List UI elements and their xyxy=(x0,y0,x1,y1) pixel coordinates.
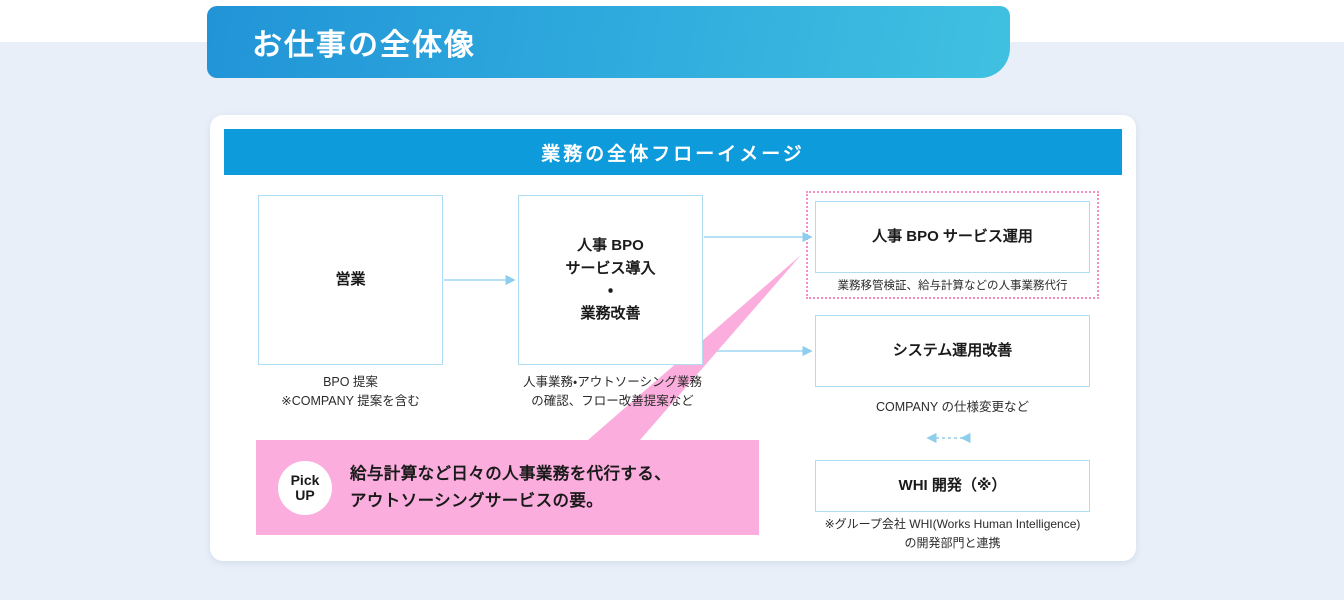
highlight-frame xyxy=(806,191,1099,299)
node-sales-label: 営業 xyxy=(335,270,366,288)
node-system-operation-label: システム運用改善 xyxy=(892,341,1013,359)
node-sales-caption: BPO 提案 ※COMPANY 提案を含む xyxy=(281,375,420,409)
pickup-badge-line1: Pick xyxy=(290,471,320,488)
flow-card: 業務の全体フローイメージ xyxy=(210,115,1136,561)
node-whi-development[interactable]: WHI 開発（※） xyxy=(815,460,1090,512)
flow-diagram: 営業 BPO 提案 ※COMPANY 提案を含む 人事 BPO サービス導入 ・… xyxy=(210,115,1136,561)
flow-card-title: 業務の全体フローイメージ xyxy=(541,143,805,165)
node-system-operation-caption: COMPANY の仕様変更など xyxy=(875,400,1030,414)
pickup-badge: Pick UP xyxy=(278,460,332,515)
node-bpo-operation-caption: 業務移管検証、給与計算などの人事業務代行 xyxy=(837,280,1068,292)
node-sales[interactable]: 営業 xyxy=(258,195,443,365)
node-bpo-operation[interactable]: 人事 BPO サービス運用 xyxy=(815,201,1090,273)
page-banner: お仕事の全体像 xyxy=(207,6,1010,78)
node-system-operation[interactable]: システム運用改善 xyxy=(815,315,1090,387)
pickup-callout-text: 給与計算など日々の人事業務を代行する、 アウトソーシングサービスの要。 xyxy=(350,464,672,510)
pickup-callout: Pick UP 給与計算など日々の人事業務を代行する、 アウトソーシングサービス… xyxy=(256,440,759,535)
node-whi-development-caption: ※グループ会社 WHI(Works Human Intelligence) の開… xyxy=(824,517,1081,550)
node-bpo-introduction-label: 人事 BPO サービス導入 ・ 業務改善 xyxy=(565,237,656,322)
node-bpo-introduction-caption: 人事業務・アウトソーシング業務 の確認、フロー改善提案など xyxy=(522,375,702,409)
node-bpo-introduction[interactable]: 人事 BPO サービス導入 ・ 業務改善 xyxy=(518,195,703,365)
node-whi-development-label: WHI 開発（※） xyxy=(898,476,1007,494)
page-title: お仕事の全体像 xyxy=(252,29,476,62)
pickup-badge-line2: UP xyxy=(295,486,315,503)
flow-card-header: 業務の全体フローイメージ xyxy=(224,129,1122,175)
node-bpo-operation-label: 人事 BPO サービス運用 xyxy=(872,227,1033,245)
